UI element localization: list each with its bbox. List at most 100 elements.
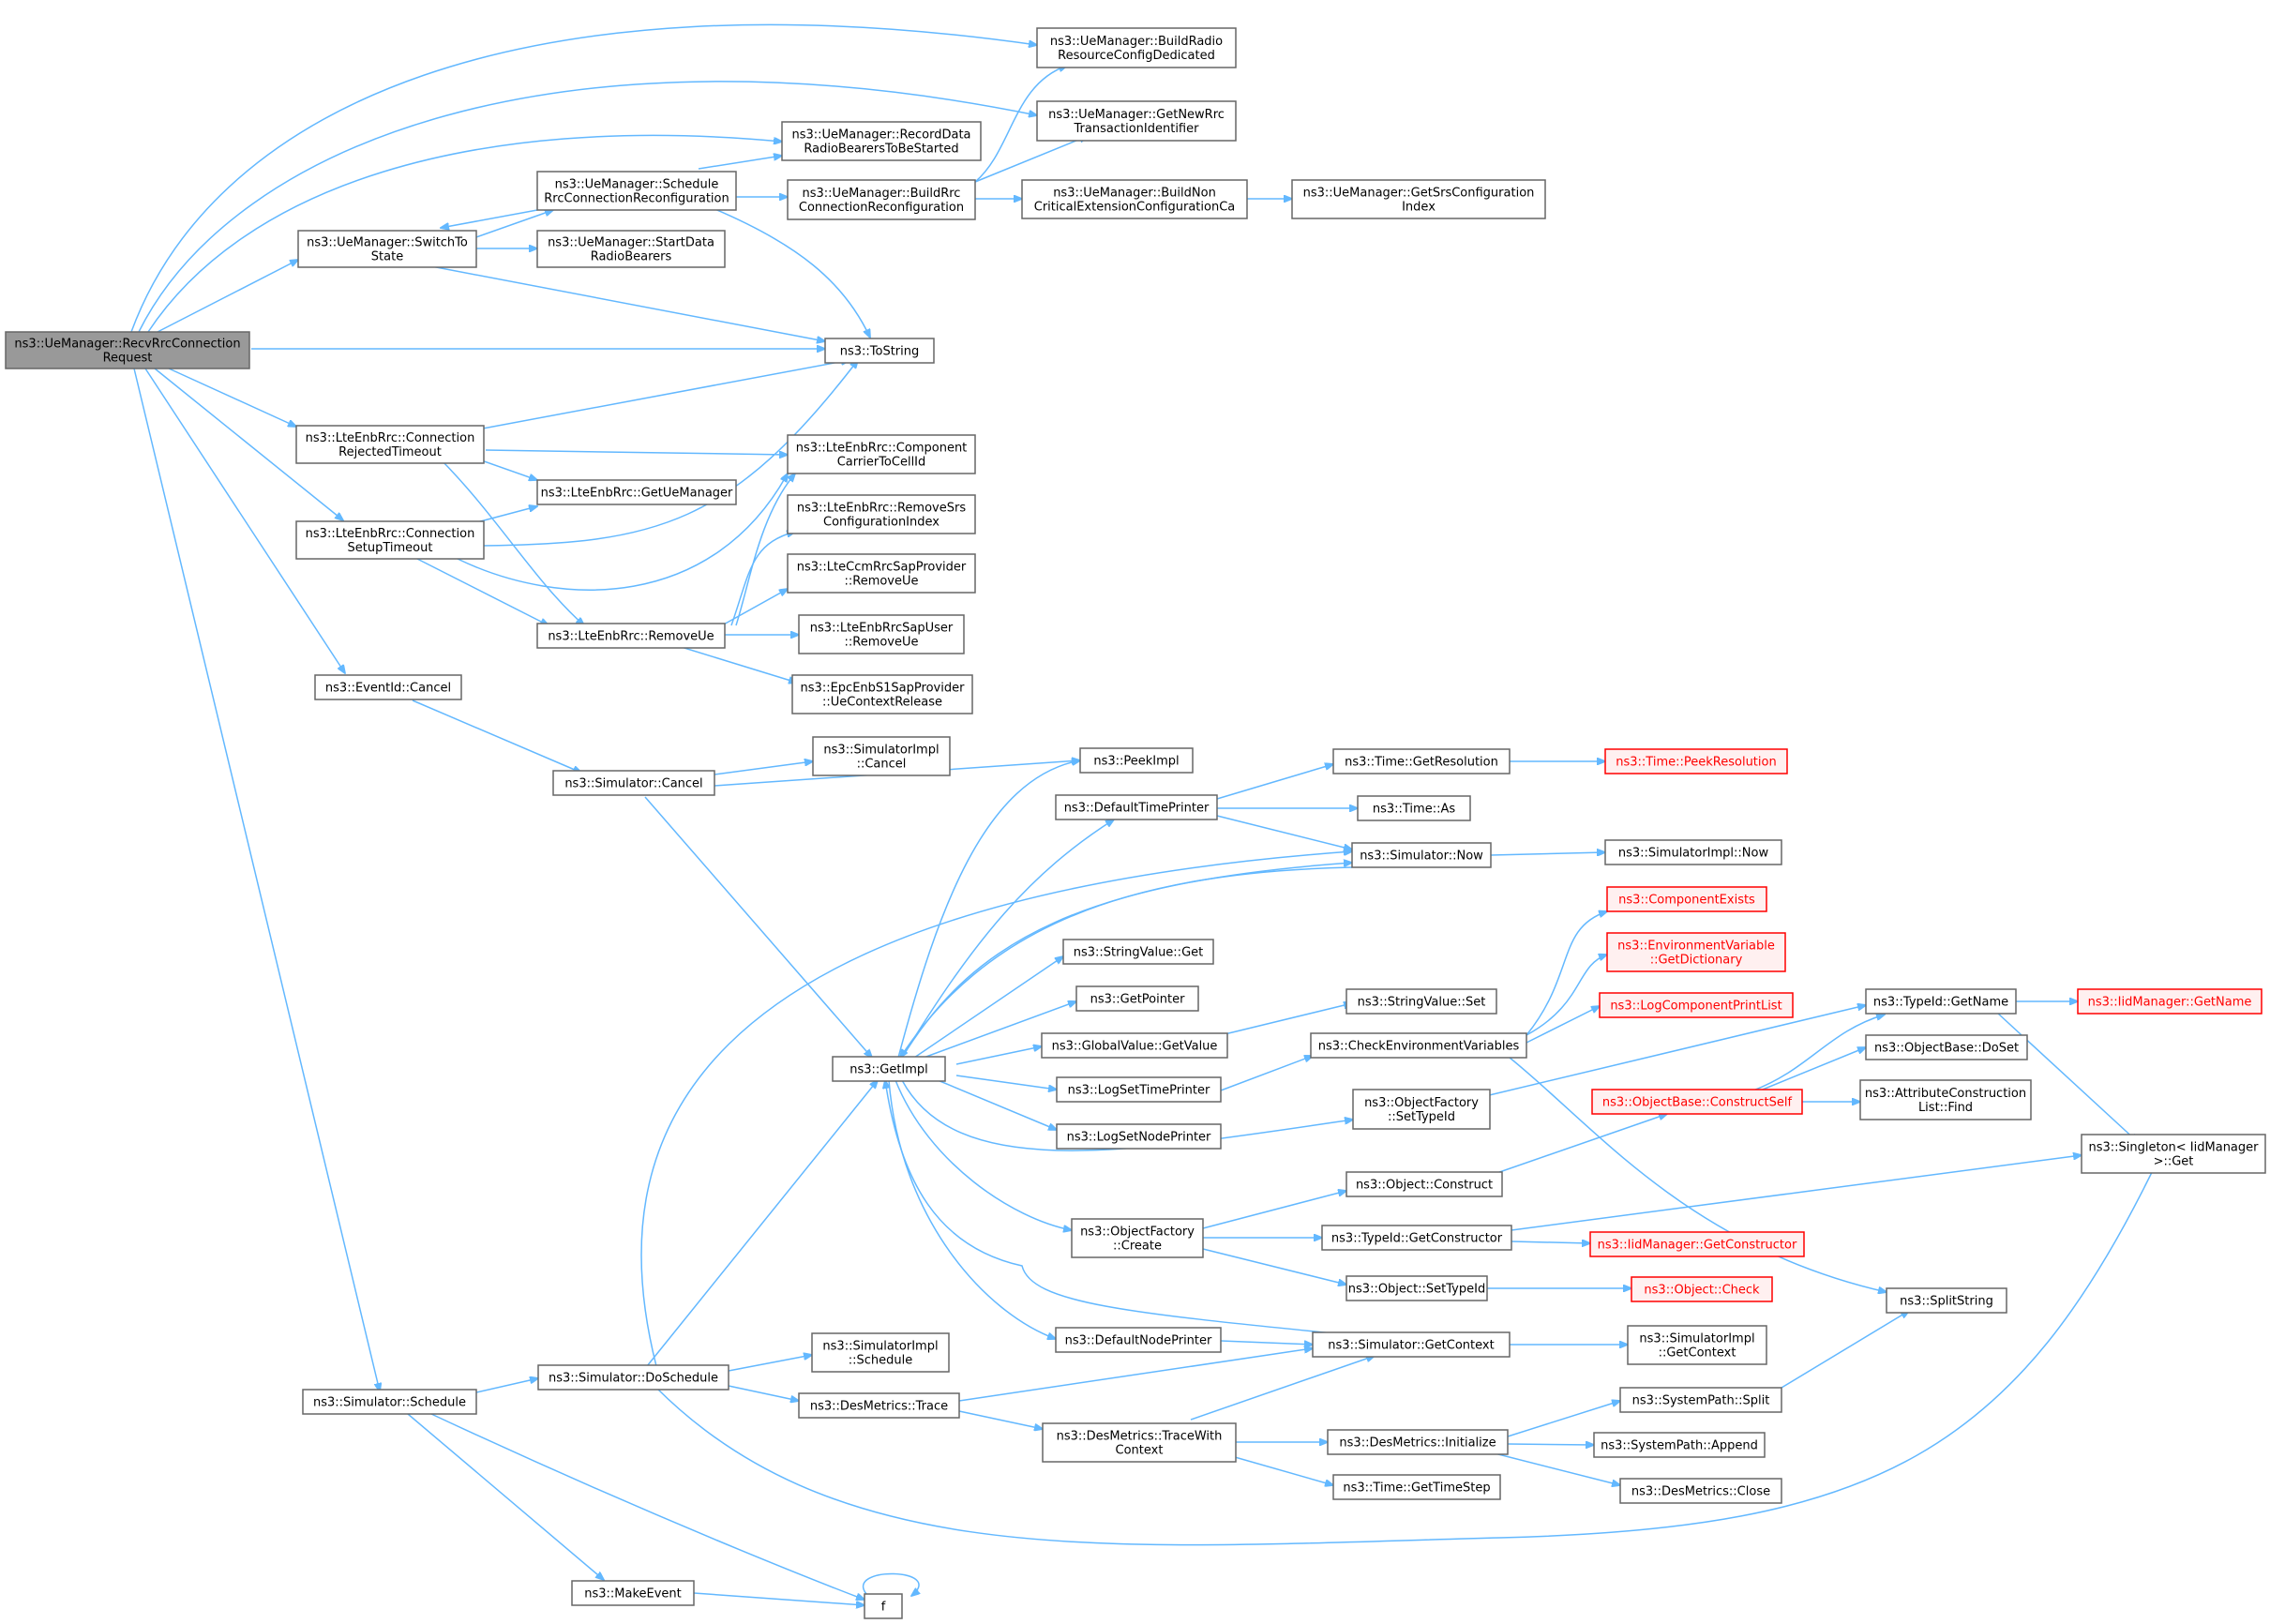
node-iidmanager-getconstructor[interactable]: ns3::IidManager::GetConstructor — [1589, 1231, 1805, 1257]
node-getimpl[interactable]: ns3::GetImpl — [832, 1056, 946, 1082]
node-desmetrics-trace[interactable]: ns3::DesMetrics::Trace — [798, 1392, 960, 1419]
node-label-line: ns3::CheckEnvironmentVariables — [1318, 1040, 1520, 1054]
node-objectbase-constructself[interactable]: ns3::ObjectBase::ConstructSelf — [1591, 1089, 1803, 1115]
node-record-data-radio-bearers[interactable]: ns3::UeManager::RecordDataRadioBearersTo… — [781, 121, 982, 161]
node-time-peek-resolution[interactable]: ns3::Time::PeekResolution — [1604, 748, 1788, 774]
node-systempath-append[interactable]: ns3::SystemPath::Append — [1593, 1432, 1766, 1458]
node-time-as[interactable]: ns3::Time::As — [1357, 795, 1471, 821]
node-objectfactory-settypeid[interactable]: ns3::ObjectFactory::SetTypeId — [1352, 1089, 1491, 1130]
node-typeid-getconstructor[interactable]: ns3::TypeId::GetConstructor — [1321, 1225, 1512, 1251]
node-simulatorimpl-cancel[interactable]: ns3::SimulatorImpl::Cancel — [812, 736, 951, 776]
edge-getimpl-objfactset — [901, 1079, 1353, 1151]
node-makeevent[interactable]: ns3::MakeEvent — [571, 1580, 695, 1606]
edge-desminit-desmclose — [1494, 1452, 1620, 1485]
edge-objbaseconst-objbasedoset — [1752, 1047, 1866, 1094]
edge-simcancel-getimpl — [644, 796, 872, 1058]
node-log-component-print-list[interactable]: ns3::LogComponentPrintList — [1599, 992, 1794, 1018]
node-s1-sap-ue-context-release[interactable]: ns3::EpcEnbS1SapProvider::UeContextRelea… — [791, 674, 973, 714]
node-systempath-split[interactable]: ns3::SystemPath::Split — [1619, 1387, 1782, 1413]
edge-objfactcreate-objsettypeid — [1202, 1248, 1346, 1285]
edge-removeue-compcarrier — [735, 474, 795, 626]
node-component-exists[interactable]: ns3::ComponentExists — [1606, 886, 1767, 912]
node-label-line: ns3::Object::Check — [1644, 1284, 1760, 1298]
node-check-environment-variables[interactable]: ns3::CheckEnvironmentVariables — [1310, 1032, 1527, 1059]
node-build-rrc-connection-reconfiguration[interactable]: ns3::UeManager::BuildRrcConnectionReconf… — [787, 179, 976, 220]
node-label-line: ns3::DefaultTimePrinter — [1064, 802, 1210, 816]
node-environment-variable-get-dictionary[interactable]: ns3::EnvironmentVariable::GetDictionary — [1606, 932, 1786, 972]
node-iidmanager-getname[interactable]: ns3::IidManager::GetName — [2077, 988, 2262, 1015]
edge-simdosched-getimpl — [646, 1080, 878, 1367]
node-splitstring[interactable]: ns3::SplitString — [1886, 1287, 2007, 1314]
node-simulator-schedule[interactable]: ns3::Simulator::Schedule — [302, 1389, 477, 1415]
node-ccm-rrc-sap-remove-ue[interactable]: ns3::LteCcmRrcSapProvider::RemoveUe — [787, 553, 976, 594]
edge-connrej-tostring — [482, 360, 849, 429]
node-default-node-printer[interactable]: ns3::DefaultNodePrinter — [1055, 1327, 1222, 1353]
node-singleton-iidmanager-get[interactable]: ns3::Singleton< IidManager>::Get — [2081, 1134, 2266, 1174]
node-peekimpl[interactable]: ns3::PeekImpl — [1079, 747, 1194, 774]
node-stringvalue-set[interactable]: ns3::StringValue::Set — [1345, 988, 1497, 1015]
node-stringvalue-get[interactable]: ns3::StringValue::Get — [1062, 939, 1214, 965]
node-default-time-printer[interactable]: ns3::DefaultTimePrinter — [1055, 794, 1218, 820]
node-label-line: ns3::StringValue::Set — [1358, 996, 1486, 1010]
node-remove-srs-configuration-index[interactable]: ns3::LteEnbRrc::RemoveSrsConfigurationIn… — [787, 494, 976, 534]
node-label-line: ns3::SimulatorImpl — [823, 744, 939, 758]
node-log-set-node-printer[interactable]: ns3::LogSetNodePrinter — [1056, 1123, 1222, 1150]
node-objectbase-doset[interactable]: ns3::ObjectBase::DoSet — [1865, 1034, 2028, 1060]
node-globalvalue-getvalue[interactable]: ns3::GlobalValue::GetValue — [1041, 1032, 1228, 1059]
node-simulator-doschedule[interactable]: ns3::Simulator::DoSchedule — [537, 1364, 729, 1391]
node-label-line: ns3::DesMetrics::Close — [1631, 1485, 1770, 1499]
node-build-radio-resource-config[interactable]: ns3::UeManager::BuildRadioResourceConfig… — [1036, 27, 1237, 68]
node-log-set-time-printer[interactable]: ns3::LogSetTimePrinter — [1056, 1076, 1222, 1103]
node-getpointer[interactable]: ns3::GetPointer — [1075, 985, 1199, 1012]
node-get-new-rrc-transaction[interactable]: ns3::UeManager::GetNewRrcTransactionIden… — [1036, 100, 1237, 142]
node-f[interactable]: f — [864, 1593, 903, 1619]
node-typeid-getname[interactable]: ns3::TypeId::GetName — [1865, 988, 2017, 1015]
node-label-line: ns3::UeManager::SwitchTo — [307, 236, 468, 250]
node-time-gettimestep[interactable]: ns3::Time::GetTimeStep — [1332, 1474, 1501, 1500]
node-object-check[interactable]: ns3::Object::Check — [1631, 1276, 1773, 1302]
node-label-line: ns3::PeekImpl — [1093, 755, 1179, 769]
node-desmetrics-initialize[interactable]: ns3::DesMetrics::Initialize — [1327, 1429, 1509, 1455]
edge-getimpl-logsettime — [955, 1075, 1057, 1090]
node-simulatorimpl-getcontext[interactable]: ns3::SimulatorImpl::GetContext — [1627, 1325, 1767, 1365]
node-time-get-resolution[interactable]: ns3::Time::GetResolution — [1332, 748, 1511, 774]
node-get-ue-manager[interactable]: ns3::LteEnbRrc::GetUeManager — [536, 479, 737, 505]
node-label-line: Request — [103, 352, 153, 366]
node-remove-ue[interactable]: ns3::LteEnbRrc::RemoveUe — [536, 623, 726, 649]
edge-switchto-schedrrc — [473, 210, 553, 239]
node-eventid-cancel[interactable]: ns3::EventId::Cancel — [314, 674, 462, 700]
edge-root-connrej — [168, 368, 296, 427]
node-connection-rejected-timeout[interactable]: ns3::LteEnbRrc::ConnectionRejectedTimeou… — [295, 425, 485, 464]
edge-removeue-epcs1 — [674, 644, 797, 683]
node-enb-rrc-sap-user-remove-ue[interactable]: ns3::LteEnbRrcSapUser::RemoveUe — [798, 614, 965, 654]
node-build-non-critical-extension[interactable]: ns3::UeManager::BuildNonCriticalExtensio… — [1021, 179, 1248, 219]
node-desmetrics-close[interactable]: ns3::DesMetrics::Close — [1619, 1478, 1782, 1504]
edge-schedrrc-recorddata — [698, 156, 782, 170]
node-object-settypeid[interactable]: ns3::Object::SetTypeId — [1345, 1275, 1488, 1301]
node-label-line: ns3::UeManager::RecordData — [791, 128, 970, 143]
edge-typeidgetconst-iidgetconst — [1511, 1241, 1590, 1243]
node-objectfactory-create[interactable]: ns3::ObjectFactory::Create — [1071, 1218, 1204, 1258]
node-label-line: ns3::GetPointer — [1090, 993, 1185, 1007]
node-object-construct[interactable]: ns3::Object::Construct — [1345, 1171, 1503, 1197]
node-label-line: ns3::DesMetrics::Initialize — [1339, 1436, 1496, 1451]
node-simulator-cancel[interactable]: ns3::Simulator::Cancel — [552, 770, 715, 796]
node-schedule-rrc-connection-reconfiguration[interactable]: ns3::UeManager::ScheduleRrcConnectionRec… — [536, 171, 737, 211]
node-label-line: ns3::GetImpl — [849, 1063, 928, 1077]
node-simulatorimpl-schedule[interactable]: ns3::SimulatorImpl::Schedule — [811, 1332, 950, 1373]
node-simulator-getcontext[interactable]: ns3::Simulator::GetContext — [1312, 1331, 1511, 1358]
node-label-line: ns3::UeManager::GetNewRrc — [1048, 108, 1225, 122]
node-simulator-now[interactable]: ns3::Simulator::Now — [1351, 842, 1492, 868]
node-label-line: ns3::Simulator::DoSchedule — [549, 1372, 718, 1386]
node-tostring[interactable]: ns3::ToString — [824, 338, 935, 364]
node-simulatorimpl-now[interactable]: ns3::SimulatorImpl::Now — [1604, 839, 1782, 865]
edge-desmtracectx-simgetctx — [1190, 1356, 1375, 1421]
